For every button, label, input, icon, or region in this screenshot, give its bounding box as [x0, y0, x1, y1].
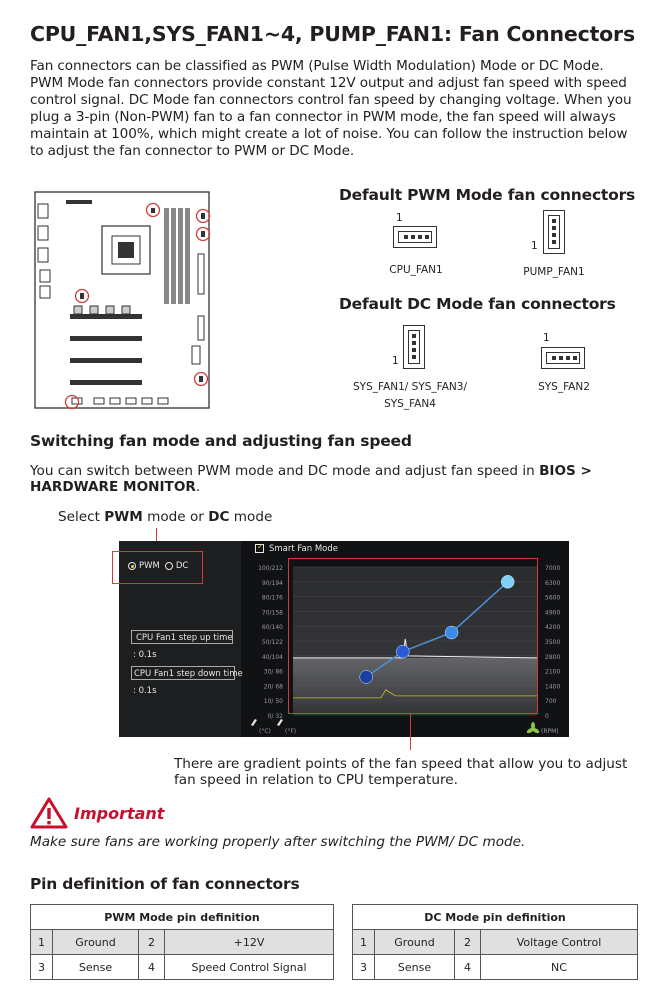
rpm-tick-label: 7000 — [545, 565, 560, 572]
sys-fan-marker — [195, 226, 211, 242]
dc-heading: Default DC Mode fan connectors — [339, 295, 616, 313]
temp-tick-label: 80/176 — [262, 595, 283, 602]
bios-screenshot: PWM DC CPU Fan1 step up time : 0.1s CPU … — [119, 541, 569, 737]
temp-tick-label: 30/ 86 — [264, 669, 283, 676]
rpm-tick-label: 5600 — [545, 595, 560, 602]
pwm-table-title: PWM Mode pin definition — [30, 904, 334, 930]
pwm-heading: Default PWM Mode fan connectors — [339, 186, 636, 204]
temp-unit-f: (°F) — [285, 728, 296, 735]
rpm-tick-label: 0 — [545, 713, 549, 720]
table-row: 1 Ground 2 Voltage Control — [352, 929, 638, 955]
sys-fan2-connector — [541, 347, 585, 369]
temp-tick-label: 60/140 — [262, 624, 283, 631]
pin1-label: 1 — [392, 355, 399, 367]
dc-pin-table: DC Mode pin definition 1 Ground 2 Voltag… — [352, 904, 638, 980]
temp-tick-label: 20/ 68 — [264, 683, 283, 690]
rpm-tick-label: 4200 — [545, 624, 560, 631]
temp-tick-label: 40/104 — [262, 654, 283, 661]
fan-curve-line — [365, 581, 509, 678]
table-row: 1 Ground 2 +12V — [30, 929, 334, 955]
gradient-point — [500, 575, 515, 589]
pump-fan-connector — [543, 210, 565, 254]
sys-fan3-marker — [193, 371, 209, 387]
cpu-fan-marker — [145, 202, 161, 218]
step-down-label: CPU Fan1 step down time — [134, 669, 243, 679]
motherboard-diagram — [34, 191, 211, 410]
curve-highlight-box — [288, 558, 538, 714]
mode-highlight-box — [112, 551, 203, 584]
gradient-point — [396, 644, 410, 659]
cpu-fan-label: CPU_FAN1 — [389, 264, 443, 276]
pump-fan-label: PUMP_FAN1 — [523, 266, 585, 278]
rpm-tick-label: 6300 — [545, 580, 560, 587]
rpm-tick-label: 2100 — [545, 669, 560, 676]
sys-fan2-label: SYS_FAN2 — [538, 381, 590, 393]
pwm-pin-table: PWM Mode pin definition 1 Ground 2 +12V … — [30, 904, 334, 980]
pin1-label: 1 — [396, 212, 403, 224]
caption-callout-line — [410, 714, 411, 750]
gradient-point — [359, 670, 373, 684]
step-up-label: CPU Fan1 step up time — [136, 633, 233, 643]
dc-radio[interactable] — [164, 562, 173, 570]
page-title: CPU_FAN1,SYS_FAN1~4, PUMP_FAN1: Fan Conn… — [30, 22, 635, 46]
pwm-option-label: PWM — [139, 561, 160, 571]
temp-tick-label: 70/158 — [262, 609, 283, 616]
dc-table-title: DC Mode pin definition — [352, 904, 638, 930]
pin1-label: 1 — [531, 240, 538, 252]
switching-text: You can switch between PWM mode and DC m… — [30, 463, 592, 495]
thermometer-icon — [251, 719, 257, 726]
smart-fan-checkbox[interactable]: ✓ — [255, 542, 264, 553]
switching-heading: Switching fan mode and adjusting fan spe… — [30, 432, 412, 450]
intro-paragraph: Fan connectors can be classified as PWM … — [30, 58, 632, 159]
dc-option-label: DC — [175, 561, 189, 571]
rpm-tick-label: 4900 — [545, 609, 560, 616]
table-row: 3 Sense 4 Speed Control Signal — [30, 954, 334, 980]
pin1-label: 1 — [543, 332, 550, 344]
rpm-unit: (RPM) — [541, 728, 559, 735]
sys-fan4-marker — [64, 394, 80, 410]
gradient-caption: There are gradient points of the fan spe… — [174, 756, 628, 788]
fan-icon — [526, 722, 540, 734]
step-up-value: : 0.1s — [133, 650, 157, 660]
temp-tick-label: 10/ 50 — [264, 698, 283, 705]
current-speed-line — [293, 638, 538, 659]
temp-unit-c: (°C) — [259, 728, 271, 735]
smart-fan-label: Smart Fan Mode — [269, 544, 338, 554]
temp-tick-label: 100/212 — [258, 565, 283, 572]
mode-radio-group: PWM DC — [128, 561, 188, 571]
rpm-tick-label: 3500 — [545, 639, 560, 646]
temperature-line — [293, 689, 537, 699]
rpm-tick-label: 700 — [545, 698, 557, 705]
callout-line — [156, 528, 157, 552]
temp-tick-label: 0/ 32 — [268, 713, 284, 720]
select-mode-text: Select PWM mode or DC mode — [58, 509, 273, 525]
current-speed-area — [293, 657, 537, 715]
cpu-fan-connector — [393, 226, 437, 248]
warning-icon — [30, 797, 68, 829]
step-down-value: : 0.1s — [133, 686, 157, 696]
sys-fan1-connector — [403, 325, 425, 369]
rpm-tick-label: 2800 — [545, 654, 560, 661]
gradient-point — [444, 625, 459, 640]
important-note: Make sure fans are working properly afte… — [30, 834, 526, 850]
sys-fan1-label: SYS_FAN1/ SYS_FAN3/ — [353, 381, 467, 393]
pwm-radio[interactable] — [128, 562, 136, 570]
step-down-field[interactable]: CPU Fan1 step down time — [131, 666, 243, 680]
sys-fan4-label: SYS_FAN4 — [384, 398, 436, 410]
pump-fan-marker — [195, 208, 211, 224]
temp-tick-label: 50/122 — [262, 639, 283, 646]
step-up-field[interactable]: CPU Fan1 step up time — [131, 630, 233, 644]
rpm-tick-label: 1400 — [545, 683, 560, 690]
pin-definition-heading: Pin definition of fan connectors — [30, 875, 300, 893]
important-label: Important — [74, 804, 165, 823]
table-row: 3 Sense 4 NC — [352, 954, 638, 980]
temp-tick-label: 90/194 — [262, 580, 283, 587]
thermometer-icon — [277, 719, 283, 726]
sys-fan2-marker — [74, 288, 90, 304]
